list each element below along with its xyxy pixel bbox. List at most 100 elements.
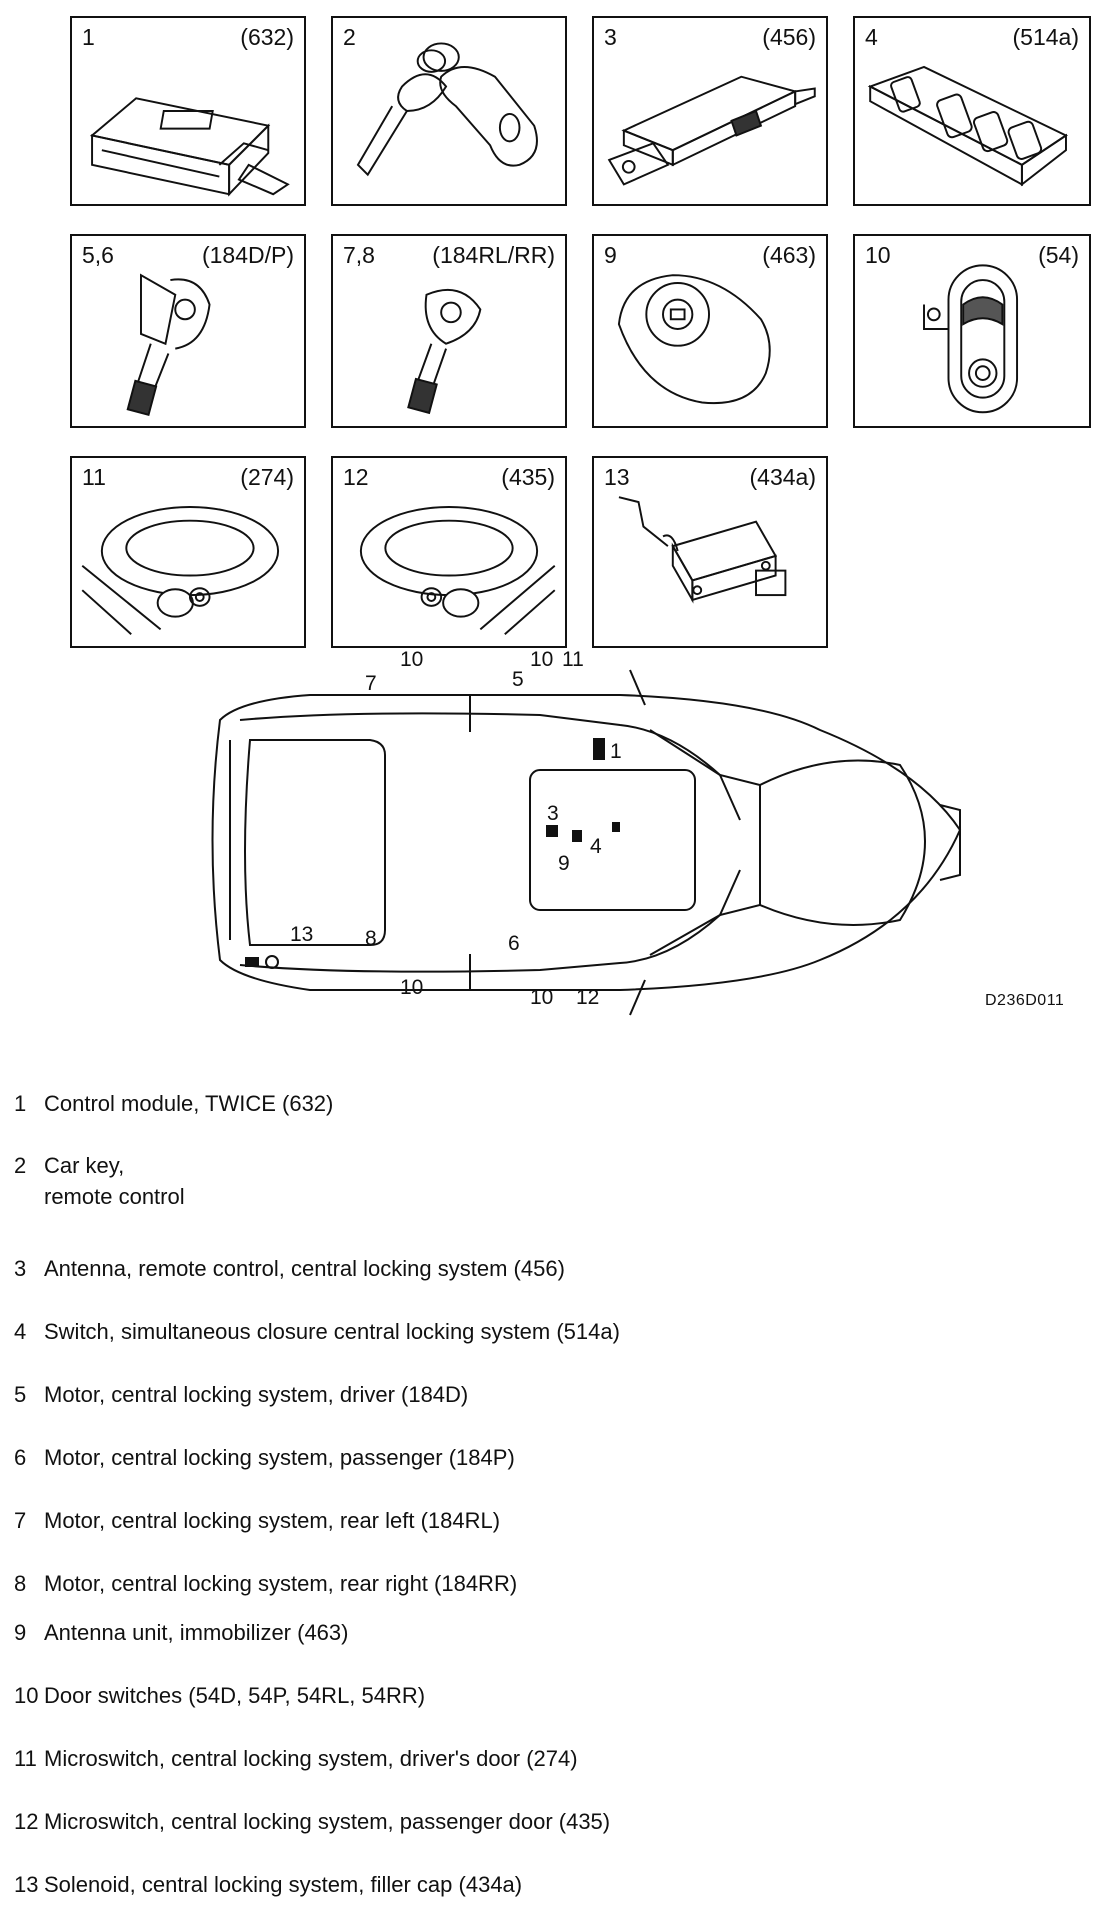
- component-code: (184D/P): [201, 242, 294, 268]
- legend-number: 7: [14, 1508, 27, 1533]
- callout-10: 10: [400, 648, 424, 671]
- component-box-4: 4 (514a): [853, 16, 1091, 206]
- component-box-13: 13 (434a): [592, 456, 828, 648]
- component-code: (514a): [1012, 24, 1079, 50]
- legend-text: Solenoid, central locking system, filler…: [44, 1872, 523, 1897]
- component-number: 5,6: [82, 242, 114, 268]
- legend-number: 12: [14, 1809, 39, 1834]
- car-top-view: 10 10 11 7 5 1 3 4 9 13 8 6 10 10 12: [200, 648, 1100, 1020]
- car-outline: [211, 669, 962, 1016]
- drawing-code: D236D011: [985, 992, 1065, 1009]
- legend-text: Microswitch, central locking system, dri…: [44, 1746, 578, 1771]
- callout-6: 6: [508, 932, 520, 955]
- legend-text: Switch, simultaneous closure central loc…: [44, 1319, 620, 1344]
- switch-panel-icon: [867, 65, 1068, 187]
- legend-number: 5: [14, 1382, 27, 1407]
- legend-number: 1: [14, 1091, 27, 1116]
- component-number: 13: [604, 464, 630, 490]
- legend-item-11: 11 Microswitch, central locking system, d…: [14, 1743, 578, 1774]
- solenoid-icon: [618, 496, 787, 604]
- component-code: (184RL/RR): [432, 242, 555, 268]
- lock-motor-icon: [407, 288, 482, 415]
- legend-number: 3: [14, 1256, 27, 1281]
- control-module-icon: [89, 97, 290, 197]
- callout-13: 13: [290, 923, 314, 946]
- component-box-3: 3 (456): [592, 16, 828, 206]
- legend-text: Motor, central locking system, rear righ…: [44, 1571, 518, 1596]
- callout-10: 10: [530, 986, 554, 1009]
- legend-item-3: 3 Antenna, remote control, central lockin…: [14, 1253, 565, 1284]
- legend-number: 8: [14, 1571, 27, 1596]
- callout-8: 8: [365, 927, 377, 950]
- component-code: (274): [240, 464, 294, 490]
- component-number: 10: [865, 242, 891, 268]
- legend-item-2: 2 Car key, remote control: [14, 1150, 185, 1212]
- legend-number: 11: [14, 1746, 37, 1771]
- component-box-10: 10 (54): [853, 234, 1091, 428]
- legend-text: Motor, central locking system, passenger…: [44, 1445, 515, 1470]
- callout-9: 9: [558, 852, 570, 875]
- component-box-11: 11 (274): [70, 456, 306, 648]
- component-box-12: 12 (435): [331, 456, 567, 648]
- component-number: 7,8: [343, 242, 375, 268]
- legend-text: remote control: [44, 1184, 185, 1209]
- car-key-icon: [356, 42, 538, 177]
- legend-number: 13: [14, 1872, 39, 1897]
- legend-item-5: 5 Motor, central locking system, driver (…: [14, 1379, 468, 1410]
- component-number: 11: [82, 464, 106, 490]
- legend-text: Motor, central locking system, driver (1…: [44, 1382, 469, 1407]
- component-code: (632): [240, 24, 294, 50]
- component-code: (463): [762, 242, 816, 268]
- callout-4: 4: [590, 835, 602, 858]
- callout-7: 7: [365, 672, 377, 695]
- legend-item-6: 6 Motor, central locking system, passenge…: [14, 1442, 515, 1473]
- legend-number: 6: [14, 1445, 27, 1470]
- legend-text: Microswitch, central locking system, pas…: [44, 1809, 611, 1834]
- callout-11: 11: [562, 648, 584, 671]
- legend-text: Antenna unit, immobilizer (463): [44, 1620, 349, 1645]
- legend-item-8: 8 Motor, central locking system, rear rig…: [14, 1568, 517, 1599]
- component-code: (435): [501, 464, 555, 490]
- component-number: 4: [865, 24, 878, 50]
- legend-item-9: 9 Antenna unit, immobilizer (463): [14, 1617, 348, 1648]
- legend-number: 10: [14, 1683, 39, 1708]
- callout-10: 10: [400, 976, 424, 999]
- callout-12: 12: [576, 986, 600, 1009]
- callout-3: 3: [547, 802, 559, 825]
- lock-motor-icon: [126, 273, 211, 417]
- component-number: 3: [604, 24, 617, 50]
- component-box-2: 2: [331, 16, 567, 206]
- component-code: (434a): [749, 464, 816, 490]
- component-box-9: 9 (463): [592, 234, 828, 428]
- ignition-antenna-icon: [617, 274, 771, 405]
- component-box-5-6: 5,6 (184D/P): [70, 234, 306, 428]
- component-number: 1: [82, 24, 95, 50]
- callout-5: 5: [512, 668, 524, 691]
- component-number: 12: [343, 464, 369, 490]
- component-code: (456): [762, 24, 816, 50]
- legend-text: Car key,: [44, 1153, 125, 1178]
- door-switch-icon: [923, 264, 1019, 414]
- component-code: (54): [1038, 242, 1079, 268]
- door-handle-icon: [81, 505, 280, 635]
- legend-number: 2: [14, 1153, 27, 1178]
- legend-text: Door switches (54D, 54P, 54RL, 54RR): [44, 1683, 426, 1708]
- door-handle-icon: [359, 505, 556, 635]
- antenna-icon: [607, 75, 816, 186]
- legend-text: Control module, TWICE (632): [44, 1091, 334, 1116]
- legend-text: Antenna, remote control, central locking…: [44, 1256, 565, 1281]
- component-box-7-8: 7,8 (184RL/RR): [331, 234, 567, 428]
- component-box-1: 1 (632): [70, 16, 306, 206]
- legend-item-4: 4 Switch, simultaneous closure central lo…: [14, 1316, 620, 1347]
- callout-1: 1: [610, 740, 622, 763]
- legend-number: 4: [14, 1319, 27, 1344]
- legend-item-1: 1 Control module, TWICE (632): [14, 1088, 333, 1119]
- component-number: 2: [343, 24, 356, 50]
- callout-10: 10: [530, 648, 554, 671]
- component-number: 9: [604, 242, 617, 268]
- legend-number: 9: [14, 1620, 27, 1645]
